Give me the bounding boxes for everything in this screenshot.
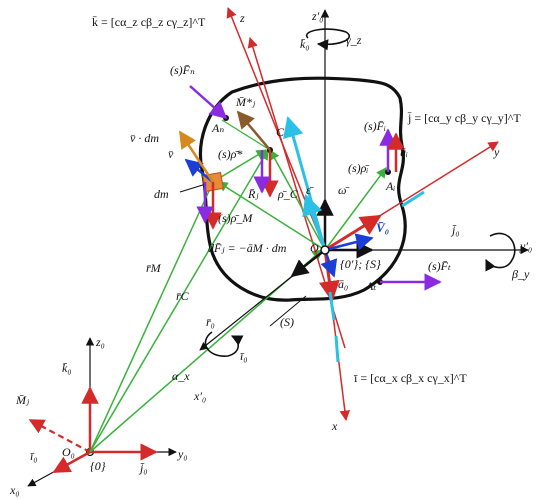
rC-vector [89,149,269,453]
Mj-star-label: M̄*ⱼ [235,95,256,109]
dFj-equation: dF̄ⱼ = −āM · dm [208,241,287,255]
y0-prime-label: y′₀ [519,239,532,253]
dm-leader [179,183,207,193]
i0-origin-label: ī₀ [30,449,38,463]
rho-i-vector [324,167,387,251]
s-rho-star-label: (s)ρ̄* [218,147,242,161]
z0-prime-label: z′₀ [311,9,323,23]
y-axis-label: y [493,145,500,159]
rM-label: r̄M [146,261,162,275]
Rj-label: R̄ⱼ [247,187,259,201]
alpha-x-rotation-icon [204,331,244,357]
S-label: (S) [280,315,294,329]
s-rho-M-label: (s)ρ̄_M [218,211,253,225]
k-vector-equation: k̄ = [cα_z cβ_z cγ_z]^T [92,15,206,29]
i0-origin-vector [52,450,91,474]
rC-label: r̄C [176,289,190,303]
k0-top-label: k̄₀ [300,37,310,51]
ui-label: ūᵢ [400,145,408,159]
a0-label: ā₀ [338,277,348,291]
dm-label: dm [154,187,169,201]
x0-label: x₀ [9,483,20,497]
zero-braces-label: {0} [90,459,106,473]
At-label: Aₜ [365,279,376,293]
y-dir-cyan-segment [401,190,425,208]
gamma-z-rotation-icon [305,28,351,51]
Mj-origin-label: M̄ⱼ [15,393,30,407]
v-velocity-vector [184,158,214,183]
O-label: O [310,241,319,255]
j-unit-vector [324,214,382,252]
epsilon-label: ε̄ [306,183,314,197]
C-label: C [276,125,285,139]
beta-y-label: β_y [511,267,530,281]
An-label: Aₙ [211,121,224,135]
rho-C-label: ρ̄_C [277,187,299,201]
i0-mid-vector [290,249,326,278]
Mj-origin-vector [28,419,91,453]
i-vector-equation: ī = [cα_x cβ_x cγ_x]^T [353,371,467,385]
O0-label: O₀ [62,445,75,459]
r0-label: r̄₀ [206,315,215,329]
omega-label: ω̄ [338,183,349,197]
Mj-star-vector [236,110,271,151]
Ai-label: Aᵢ [385,179,395,193]
i0-mid-label: ī₀ [240,349,248,363]
O-braces-label: {0′}; {S} [340,257,381,271]
rho-C-vector [269,149,326,251]
epsilon-vector [302,194,327,251]
j0-right-label: j̄₀ [450,223,460,237]
rho-M-vector [217,181,326,251]
alpha-x-label: α_x [172,369,190,383]
CO-link [221,119,271,151]
j-vector-equation: j̄ = [cα_y cβ_y cγ_y]^T [407,111,521,125]
s-Ft-label: (s)F̄ₜ [428,259,451,273]
s-Fn-label: (s)F̄ₙ [170,63,195,77]
v-label: v̄ [168,147,174,161]
gamma-z-label: γ_z [346,33,362,47]
z0-label: z₀ [95,335,105,349]
s-rho-i-label: (s)ρ̄ᵢ [348,161,369,175]
x-dir-cyan-segment [328,291,336,321]
k0-origin-label: k̄₀ [62,361,72,375]
v-dm-label: v̄ · dm [130,131,159,145]
s-Fi-label: (s)F̄ᵢ [364,119,386,133]
x-dir-cyan-lower [334,335,340,363]
rho-star-vector [215,149,267,181]
v-dm-momentum-vector [178,130,215,183]
z-axis-label: z [239,11,245,25]
x-axis-label: x [331,419,338,433]
V0-label: V̄₀ [376,220,389,235]
rM-vector [89,179,215,453]
S-leader [269,295,307,327]
V0-vector [324,233,374,252]
beta-y-rotation-icon [485,232,516,272]
y0-label: y₀ [177,447,188,461]
j0-origin-label: j̄₀ [138,461,148,475]
origin-O [320,245,330,255]
x0-prime-label: x′₀ [193,389,206,403]
Fn-force-vector [189,85,228,120]
